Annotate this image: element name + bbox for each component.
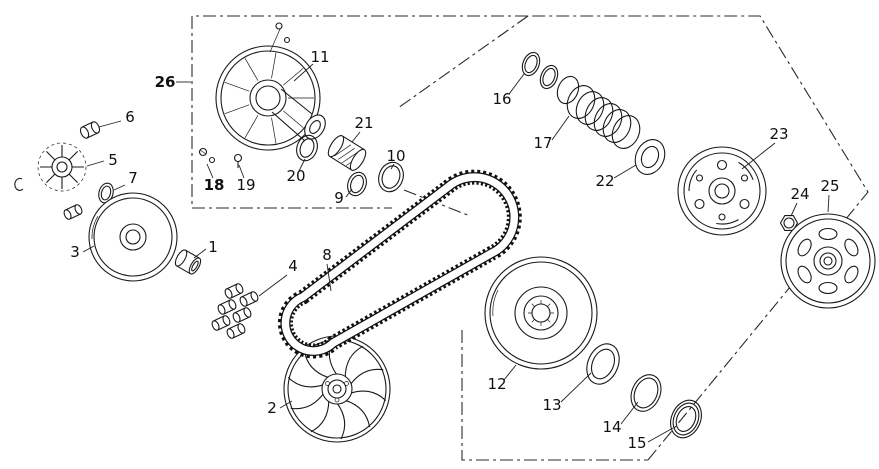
part-6-spacer	[79, 121, 101, 139]
part-23-clutch-carrier	[677, 146, 767, 236]
callout-5: 5	[108, 151, 118, 169]
callout-24: 24	[790, 185, 809, 203]
callout-12: 12	[487, 375, 506, 393]
leader-9	[345, 188, 353, 198]
leader-18	[206, 163, 214, 179]
part-3-drive-face	[88, 192, 178, 282]
callout-4: 4	[288, 257, 298, 275]
leader-2	[279, 400, 293, 409]
leader-11	[293, 63, 314, 82]
part-11-screw	[275, 22, 283, 30]
part-24-lock-nut	[779, 215, 799, 231]
callout-3: 3	[70, 243, 80, 261]
callout-25: 25	[820, 177, 839, 195]
part-11-drive-face-plate	[215, 22, 326, 151]
leader-3	[82, 245, 95, 253]
part-20-circlip	[296, 134, 318, 162]
callout-21: 21	[354, 114, 373, 132]
callout-16: 16	[492, 90, 511, 108]
part-13-washer	[586, 343, 620, 385]
assembly-boundaries	[191, 15, 869, 461]
leader-17	[551, 115, 570, 141]
leader-13	[560, 372, 592, 403]
part-16-snap-rings	[521, 51, 580, 105]
leader-1	[193, 248, 207, 259]
callout-17: 17	[533, 134, 552, 152]
part-15-seal-bearing	[670, 399, 702, 439]
callout-14: 14	[602, 418, 621, 436]
part-19-bolt	[233, 153, 243, 168]
callout-2: 2	[267, 399, 277, 417]
leader-14	[620, 401, 639, 425]
part-4-weight-rollers	[211, 283, 259, 339]
part-14-o-ring	[630, 374, 662, 412]
part-5-impeller	[37, 142, 87, 192]
boundary-clutch-band	[528, 15, 869, 461]
part-8-drive-belt	[277, 169, 522, 359]
part-22-collar	[634, 139, 666, 175]
part-21-needle-bearing	[327, 135, 367, 171]
leader-21	[351, 131, 361, 143]
callout-20: 20	[286, 167, 305, 185]
leader-10	[390, 163, 395, 170]
callout-18: 18	[204, 176, 225, 194]
part-10-washer	[378, 161, 404, 193]
part-1-spacer-bushing	[174, 249, 202, 275]
part-6b-spacer	[63, 204, 83, 220]
callouts: 1 2 3 4 5 6 7 8 9 10 11 12 13 14 15 16 1…	[70, 48, 839, 452]
part-11-washer	[283, 36, 291, 44]
callout-15: 15	[627, 434, 646, 452]
part-9-washer	[347, 171, 367, 197]
leader-8	[326, 263, 332, 292]
leader-lines	[82, 63, 830, 443]
leader-7	[113, 184, 126, 191]
leader-20	[298, 158, 306, 172]
leader-15	[647, 427, 674, 443]
callout-8: 8	[322, 246, 332, 264]
leader-12	[503, 364, 517, 381]
leader-4	[258, 274, 288, 297]
callout-10: 10	[386, 147, 405, 165]
leader-23	[741, 142, 776, 170]
part-12-driven-pulley-face	[484, 256, 598, 370]
boundary-band-left-edge	[397, 15, 529, 109]
leader-6	[98, 120, 122, 128]
parts	[14, 22, 876, 443]
callout-22: 22	[595, 172, 614, 190]
callout-7: 7	[128, 169, 138, 187]
part-7-washer	[98, 182, 114, 204]
callout-19: 19	[236, 176, 255, 194]
boundary-driven-pulley-box	[461, 330, 648, 461]
part-18-screws	[198, 147, 216, 164]
leader-22	[613, 164, 637, 179]
callout-1: 1	[208, 238, 218, 256]
leader-24	[790, 202, 798, 217]
part-2-cooling-fan	[283, 335, 391, 443]
leader-16	[508, 73, 525, 95]
leader-19	[238, 164, 245, 179]
boundary-drive-face-box	[191, 15, 528, 209]
part-17-spring	[566, 85, 641, 149]
leader-5	[86, 160, 105, 167]
callout-13: 13	[542, 396, 561, 414]
callout-11: 11	[310, 48, 329, 66]
callout-26: 26	[155, 73, 176, 91]
callout-6: 6	[125, 108, 135, 126]
leader-25	[827, 194, 830, 213]
callout-23: 23	[769, 125, 788, 143]
part-25-clutch-drum	[780, 213, 876, 309]
callout-9: 9	[334, 189, 344, 207]
part-6c-clip	[14, 177, 24, 191]
